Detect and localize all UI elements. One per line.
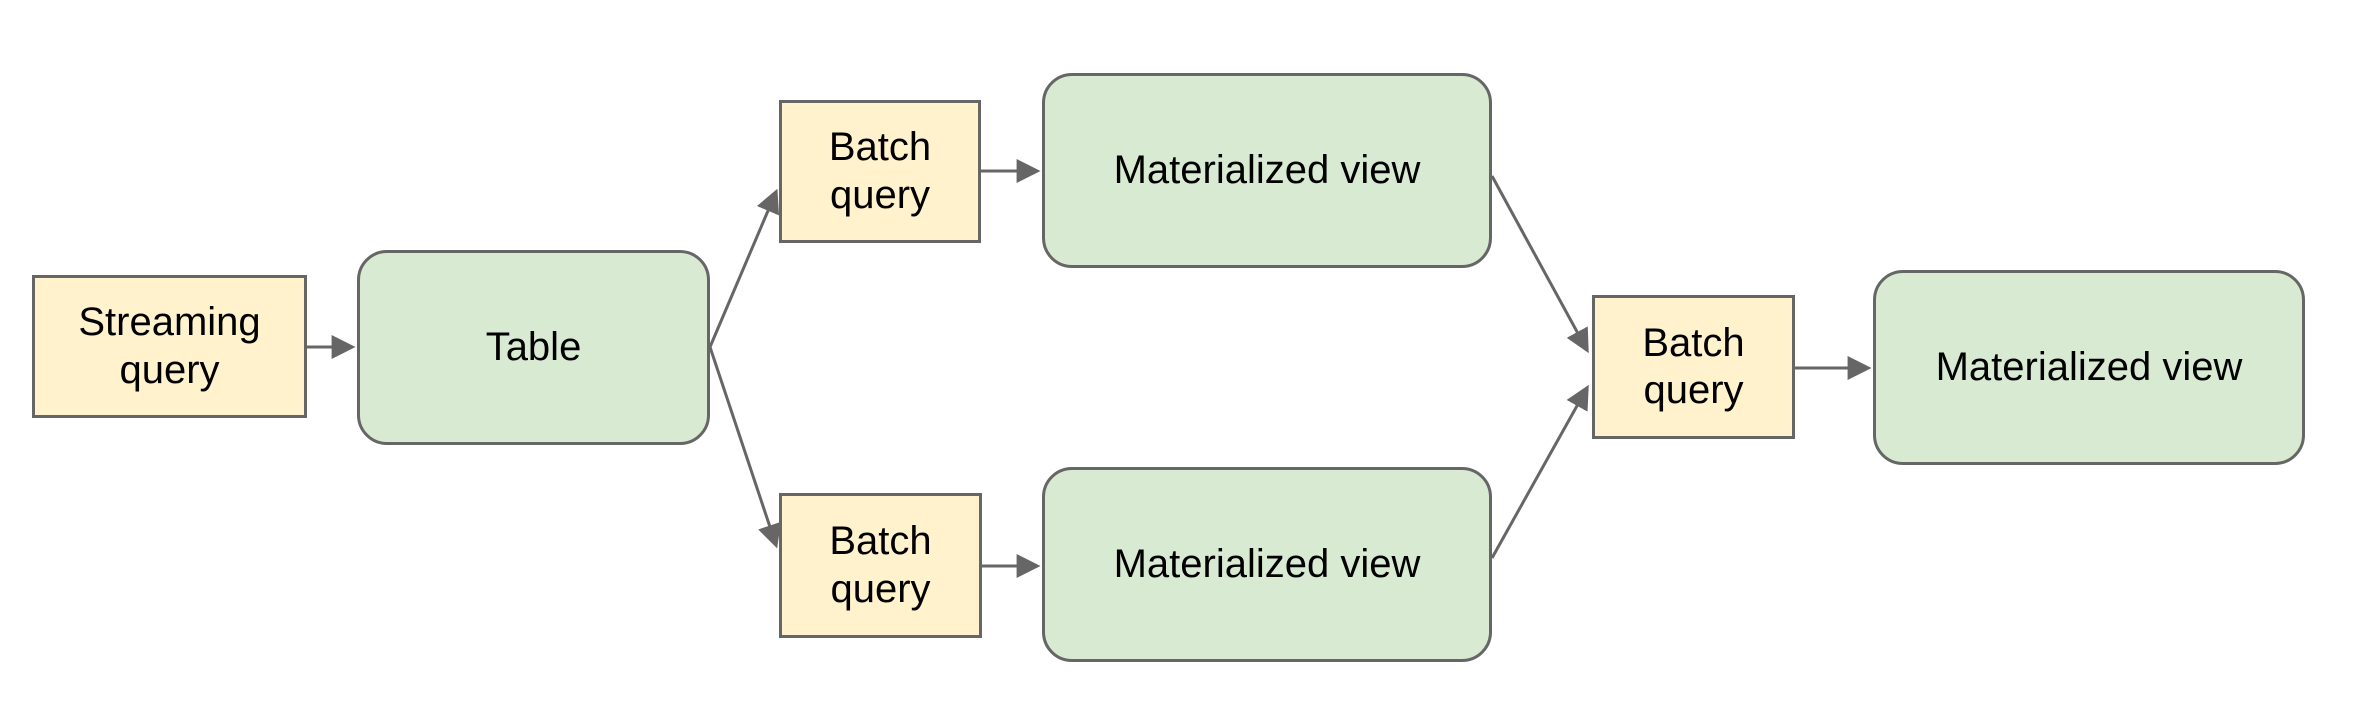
edge-table-to-batch-query-top — [708, 188, 780, 348]
node-batch-query-bottom-label: Batch query — [829, 519, 932, 611]
node-batch-query-bottom: Batch query — [779, 493, 982, 638]
edge-table-to-batch-query-bottom — [708, 346, 781, 549]
node-streaming-query: Streaming query — [32, 275, 307, 418]
node-batch-query-top: Batch query — [779, 100, 981, 243]
node-materialized-view-top-label: Materialized view — [1113, 147, 1421, 192]
node-table-label: Table — [485, 324, 582, 369]
node-materialized-view-final: Materialized view — [1873, 270, 2305, 465]
node-table: Table — [357, 250, 710, 445]
edge-materialized-view-top-to-batch-query-final — [1490, 175, 1589, 354]
node-materialized-view-final-label: Materialized view — [1935, 344, 2243, 389]
node-materialized-view-top: Materialized view — [1042, 73, 1492, 268]
node-materialized-view-bottom: Materialized view — [1042, 467, 1492, 662]
edge-materialized-view-bottom-to-batch-query-final — [1490, 384, 1589, 559]
node-batch-query-final-label: Batch query — [1642, 320, 1745, 412]
node-materialized-view-bottom-label: Materialized view — [1113, 541, 1421, 586]
node-batch-query-final: Batch query — [1592, 295, 1795, 439]
node-streaming-query-label: Streaming query — [78, 300, 261, 392]
node-batch-query-top-label: Batch query — [828, 125, 932, 217]
